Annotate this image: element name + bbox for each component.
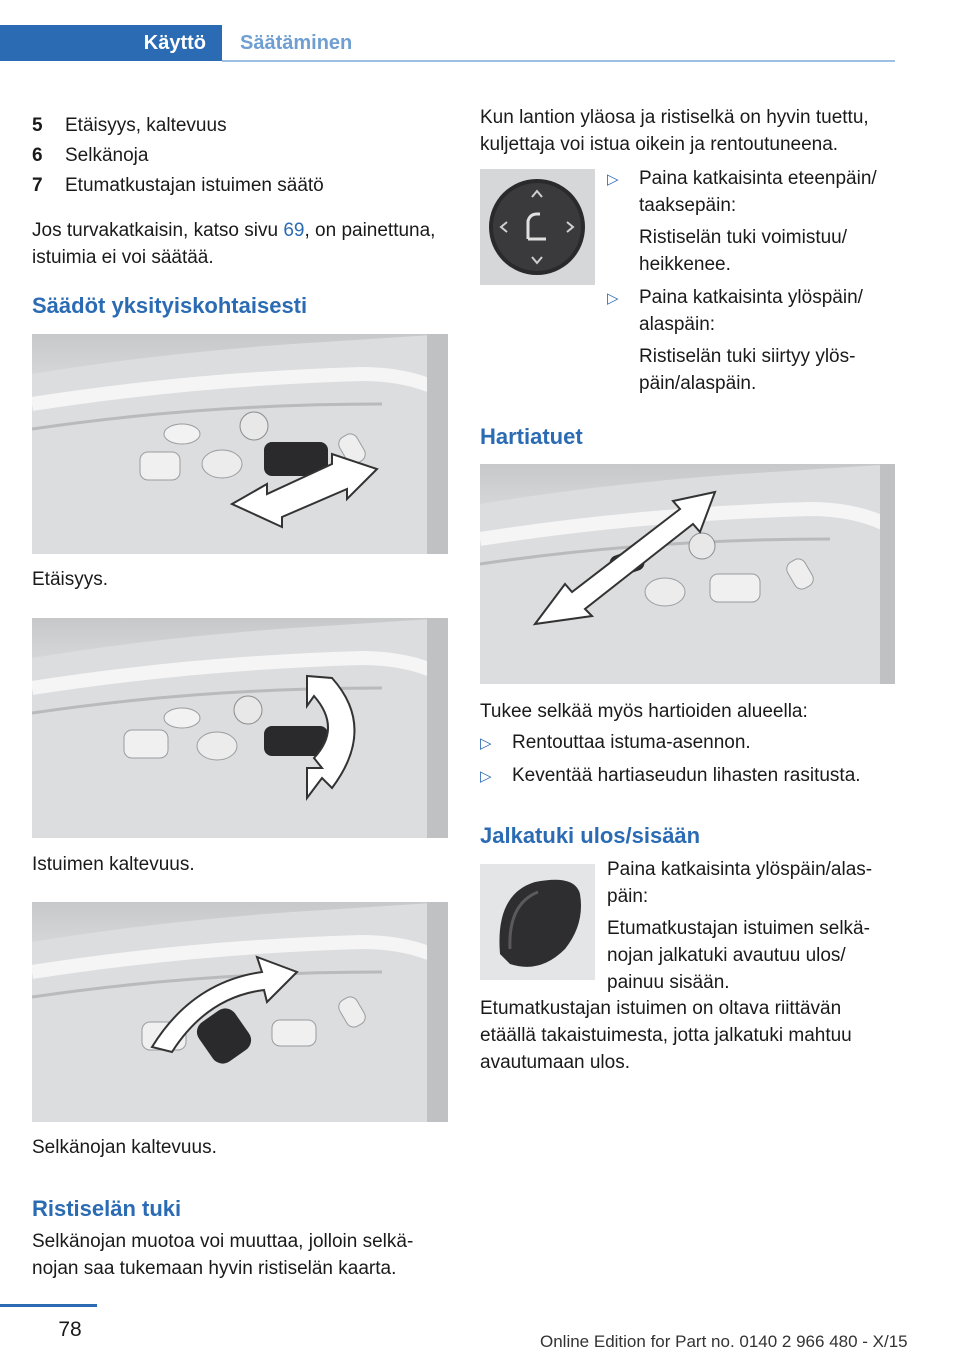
- leg-support-photo: [480, 864, 595, 980]
- step-result: Ristiselän tuki siirtyy ylös­päin/alaspä…: [639, 346, 856, 394]
- seat-switch-icon: [32, 902, 448, 1122]
- seat-switch-icon: [32, 334, 448, 554]
- lumbar-dial-icon: [489, 179, 585, 275]
- shoulder-list: ▷ Rentouttaa istuma-asennon. ▷ Keventää …: [480, 729, 895, 790]
- list-item: ▷ Keventää hartiaseudun lihasten rasitus…: [480, 762, 895, 790]
- seat-switch-icon: [32, 618, 448, 838]
- step-result: Ristiselän tuki voimistuu/ heikkenee.: [639, 227, 848, 275]
- seat-switch-photo-backrest: [32, 902, 448, 1122]
- triangle-bullet-icon: ▷: [480, 768, 492, 785]
- shoulder-intro: Tukee selkää myös hartioiden alueella:: [480, 701, 808, 722]
- step-action: Paina katkaisinta eteenpäin/ taaksepäin:: [639, 168, 877, 216]
- lumbar-intro: Kun lantion yläosa ja ristiselkä on hyvi…: [480, 107, 869, 155]
- edition-text: Online Edition for Part no. 0140 2 966 4…: [540, 1332, 908, 1351]
- step-action: Paina katkaisinta ylöspäin/ alaspäin:: [639, 287, 863, 335]
- page-header: Käyttö Säätäminen: [0, 25, 895, 62]
- seat-switch-photo-tilt: [32, 618, 448, 838]
- leg-support-switch-icon: [499, 879, 581, 967]
- item-number: 5: [32, 114, 43, 136]
- chapter-tab[interactable]: Käyttö: [0, 25, 222, 61]
- triangle-bullet-icon: ▷: [607, 171, 619, 188]
- list-item: ▷ Paina katkaisinta ylöspäin/ alaspäin: …: [607, 284, 897, 397]
- item-text: Selkänoja: [65, 144, 149, 166]
- item-text: Rentouttaa istuma-asennon.: [512, 732, 751, 753]
- list-item: 6 Selkänoja: [32, 140, 448, 170]
- safety-paragraph: Jos turvakatkaisin, katso sivu 69, on pa…: [32, 217, 448, 271]
- section-heading: Hartiatuet: [480, 424, 583, 449]
- para-text: Jos turvakatkaisin, katso sivu: [32, 220, 284, 241]
- item-number: 6: [32, 144, 43, 166]
- item-text: Etäisyys, kaltevuus: [65, 114, 227, 136]
- leg-support-note: Etumatkustajan istuimen on oltava riittä…: [480, 998, 852, 1073]
- section-heading: Ristiselän tuki: [32, 1196, 182, 1221]
- section-tab[interactable]: Säätäminen: [240, 31, 353, 54]
- list-item: ▷ Rentouttaa istuma-asennon.: [480, 729, 895, 757]
- leg-result: Etumatkustajan istuimen selkä­nojan jalk…: [607, 918, 870, 993]
- page-link[interactable]: 69: [283, 220, 305, 241]
- lumbar-dial-photo: [480, 169, 595, 285]
- seat-switch-photo-distance: [32, 334, 448, 554]
- triangle-bullet-icon: ▷: [480, 735, 492, 752]
- triangle-bullet-icon: ▷: [607, 290, 619, 307]
- item-number: 7: [32, 174, 43, 196]
- caption-backrest: Selkänojan kaltevuus.: [32, 1137, 217, 1158]
- caption-tilt: Istuimen kaltevuus.: [32, 854, 195, 875]
- caption-distance: Etäisyys.: [32, 569, 109, 590]
- legend-list: 5 Etäisyys, kaltevuus 6 Selkänoja 7 Etumatk…: [32, 110, 448, 200]
- section-heading: Jalkatuki ulos/sisään: [480, 823, 701, 848]
- section-heading: Säädöt yksityiskohtaisesti: [32, 293, 308, 318]
- seat-switch-photo-shoulder: [480, 464, 895, 684]
- list-item: 7 Etumatkustajan istuimen säätö: [32, 170, 448, 200]
- item-text: Keventää hartiaseudun lihasten rasitusta…: [512, 765, 861, 786]
- para-text: , on painet­tuna, istuimia ei voi säätää…: [32, 220, 436, 268]
- page-number: 78: [58, 1318, 82, 1341]
- seat-switch-icon: [480, 464, 895, 684]
- list-item: ▷ Paina katkaisinta eteenpäin/ taaksepäi…: [607, 165, 897, 278]
- leg-action: Paina katkaisinta ylöspäin/alas­päin:: [607, 859, 873, 907]
- footer-rule: [0, 1304, 97, 1307]
- lumbar-paragraph: Selkänojan muotoa voi muuttaa, jolloin s…: [32, 1231, 414, 1279]
- lumbar-steps: ▷ Paina katkaisinta eteenpäin/ taaksepäi…: [607, 165, 897, 397]
- header-rule: [222, 60, 895, 62]
- item-text: Etumatkustajan istuimen säätö: [65, 174, 324, 196]
- leg-support-text: Paina katkaisinta ylöspäin/alas­päin: Et…: [607, 856, 897, 996]
- list-item: 5 Etäisyys, kaltevuus: [32, 110, 448, 140]
